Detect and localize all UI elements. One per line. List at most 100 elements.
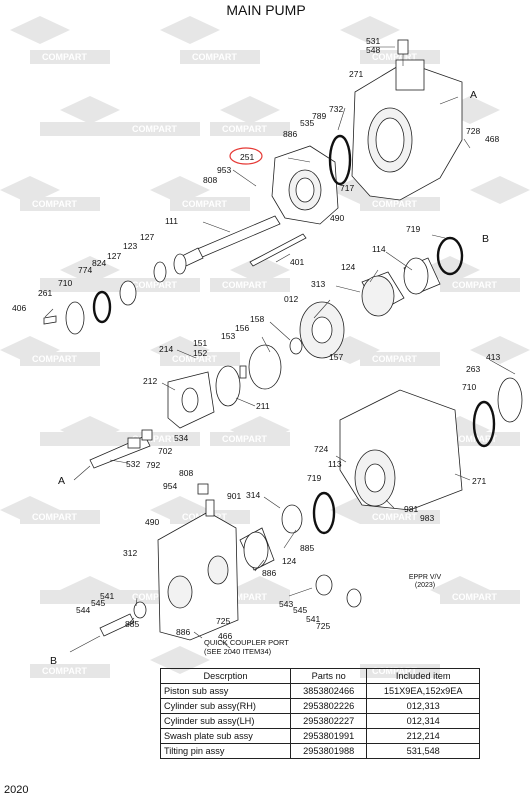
callout-123[interactable]: 123 bbox=[123, 241, 137, 251]
callout-983[interactable]: 983 bbox=[420, 513, 434, 523]
callout-545-b[interactable]: 545 bbox=[91, 598, 105, 608]
valve-plate bbox=[299, 301, 345, 359]
callout-151[interactable]: 151 bbox=[193, 338, 207, 348]
callout-789[interactable]: 789 bbox=[312, 111, 326, 121]
header-included-item: Included item bbox=[366, 668, 480, 684]
callout-413[interactable]: 413 bbox=[486, 352, 500, 362]
callout-545[interactable]: 545 bbox=[293, 605, 307, 615]
callout-541-b[interactable]: 541 bbox=[100, 591, 114, 601]
view-label-a-lower: A bbox=[58, 475, 65, 487]
cylinder-barrel bbox=[361, 271, 405, 317]
callout-158[interactable]: 158 bbox=[250, 314, 264, 324]
callout-406[interactable]: 406 bbox=[12, 303, 26, 313]
callout-724[interactable]: 724 bbox=[314, 444, 328, 454]
callout-808[interactable]: 808 bbox=[203, 175, 217, 185]
callout-466[interactable]: 466 bbox=[218, 631, 232, 641]
parts-table-header: Descrption Parts no Included item bbox=[160, 668, 480, 684]
table-row[interactable]: Cylinder sub assy(RH) 2953802226 012,313 bbox=[160, 698, 480, 714]
callout-792[interactable]: 792 bbox=[146, 460, 160, 470]
callout-710[interactable]: 710 bbox=[58, 278, 72, 288]
callout-153[interactable]: 153 bbox=[221, 331, 235, 341]
callout-728[interactable]: 728 bbox=[466, 126, 480, 136]
table-row[interactable]: Swash plate sub assy 2953801991 212,214 bbox=[160, 728, 480, 744]
callout-271[interactable]: 271 bbox=[349, 69, 363, 79]
callout-212[interactable]: 212 bbox=[143, 376, 157, 386]
callout-532[interactable]: 532 bbox=[126, 459, 140, 469]
callout-901[interactable]: 901 bbox=[227, 491, 241, 501]
callout-954[interactable]: 954 bbox=[163, 481, 177, 491]
callout-114[interactable]: 114 bbox=[372, 244, 386, 254]
callout-725[interactable]: 725 bbox=[316, 621, 330, 631]
table-row[interactable]: Cylinder sub assy(LH) 2953802227 012,314 bbox=[160, 713, 480, 729]
regulator-block bbox=[157, 511, 239, 641]
watermark-text: COMPART bbox=[372, 354, 417, 364]
callout-531[interactable]: 531 bbox=[366, 36, 380, 46]
callout-886[interactable]: 886 bbox=[283, 129, 297, 139]
callout-152[interactable]: 152 bbox=[193, 348, 207, 358]
callout-261[interactable]: 261 bbox=[38, 288, 52, 298]
callout-824[interactable]: 824 bbox=[92, 258, 106, 268]
callout-719[interactable]: 719 bbox=[406, 224, 420, 234]
callout-157[interactable]: 157 bbox=[329, 352, 343, 362]
callout-541[interactable]: 541 bbox=[306, 614, 320, 624]
callout-271-b[interactable]: 271 bbox=[472, 476, 486, 486]
callout-124-b[interactable]: 124 bbox=[282, 556, 296, 566]
watermark-text: COMPART bbox=[132, 280, 177, 290]
callout-313[interactable]: 313 bbox=[311, 279, 325, 289]
callout-124[interactable]: 124 bbox=[341, 262, 355, 272]
callout-251-highlighted[interactable]: 251 bbox=[240, 152, 254, 162]
callout-535[interactable]: 535 bbox=[300, 118, 314, 128]
callout-534[interactable]: 534 bbox=[174, 433, 188, 443]
callout-886-b[interactable]: 886 bbox=[262, 568, 276, 578]
callout-401[interactable]: 401 bbox=[290, 257, 304, 267]
callout-127[interactable]: 127 bbox=[140, 232, 154, 242]
callout-468[interactable]: 468 bbox=[485, 134, 499, 144]
callout-886-c[interactable]: 886 bbox=[176, 627, 190, 637]
callout-314[interactable]: 314 bbox=[246, 490, 260, 500]
bearing-824 bbox=[119, 280, 137, 306]
callout-732[interactable]: 732 bbox=[329, 104, 343, 114]
callout-263[interactable]: 263 bbox=[466, 364, 480, 374]
callout-725-b[interactable]: 725 bbox=[216, 616, 230, 626]
callout-490-b[interactable]: 490 bbox=[145, 517, 159, 527]
eppr-line-1: EPPR V/V bbox=[408, 574, 442, 581]
callout-719-b[interactable]: 719 bbox=[307, 473, 321, 483]
page-title: MAIN PUMP bbox=[226, 2, 306, 18]
callout-156[interactable]: 156 bbox=[235, 323, 249, 333]
callout-702[interactable]: 702 bbox=[158, 446, 172, 456]
table-row[interactable]: Tilting pin assy 2953801988 531,548 bbox=[160, 743, 480, 759]
page-number: 2020 bbox=[4, 784, 29, 796]
seal-541 bbox=[133, 601, 147, 619]
header-description: Descrption bbox=[160, 668, 291, 684]
watermark-text: COMPART bbox=[42, 52, 87, 62]
row-description: Piston sub assy bbox=[160, 683, 291, 699]
callout-981[interactable]: 981 bbox=[404, 504, 418, 514]
swash-plate bbox=[167, 371, 215, 429]
callout-953[interactable]: 953 bbox=[217, 165, 231, 175]
callout-885[interactable]: 885 bbox=[300, 543, 314, 553]
row-description: Tilting pin assy bbox=[160, 743, 291, 759]
callout-111[interactable]: 111 bbox=[165, 216, 178, 226]
parts-table: Descrption Parts no Included item Piston… bbox=[160, 668, 480, 759]
row-description: Swash plate sub assy bbox=[160, 728, 291, 744]
callout-312[interactable]: 312 bbox=[123, 548, 137, 558]
callout-717[interactable]: 717 bbox=[340, 183, 354, 193]
callout-214[interactable]: 214 bbox=[159, 344, 173, 354]
callout-113[interactable]: 113 bbox=[328, 459, 342, 469]
callout-808-b[interactable]: 808 bbox=[179, 468, 193, 478]
callout-544[interactable]: 544 bbox=[76, 605, 90, 615]
callout-127-b[interactable]: 127 bbox=[107, 251, 121, 261]
callout-543[interactable]: 543 bbox=[279, 599, 293, 609]
callout-211[interactable]: 211 bbox=[256, 401, 270, 411]
callout-710-b[interactable]: 710 bbox=[462, 382, 476, 392]
seal-541-b bbox=[346, 588, 362, 608]
callout-774[interactable]: 774 bbox=[78, 265, 92, 275]
callout-885-b[interactable]: 885 bbox=[125, 619, 139, 629]
table-row[interactable]: Piston sub assy 3853802466 151X9EA,152x9… bbox=[160, 683, 480, 699]
watermark-text: COMPART bbox=[372, 199, 417, 209]
callout-012[interactable]: 012 bbox=[284, 294, 298, 304]
eppr-valve-label: EPPR V/V (2023) bbox=[400, 574, 450, 590]
watermark-text: COMPART bbox=[222, 124, 267, 134]
callout-548[interactable]: 548 bbox=[366, 45, 380, 55]
callout-490[interactable]: 490 bbox=[330, 213, 344, 223]
